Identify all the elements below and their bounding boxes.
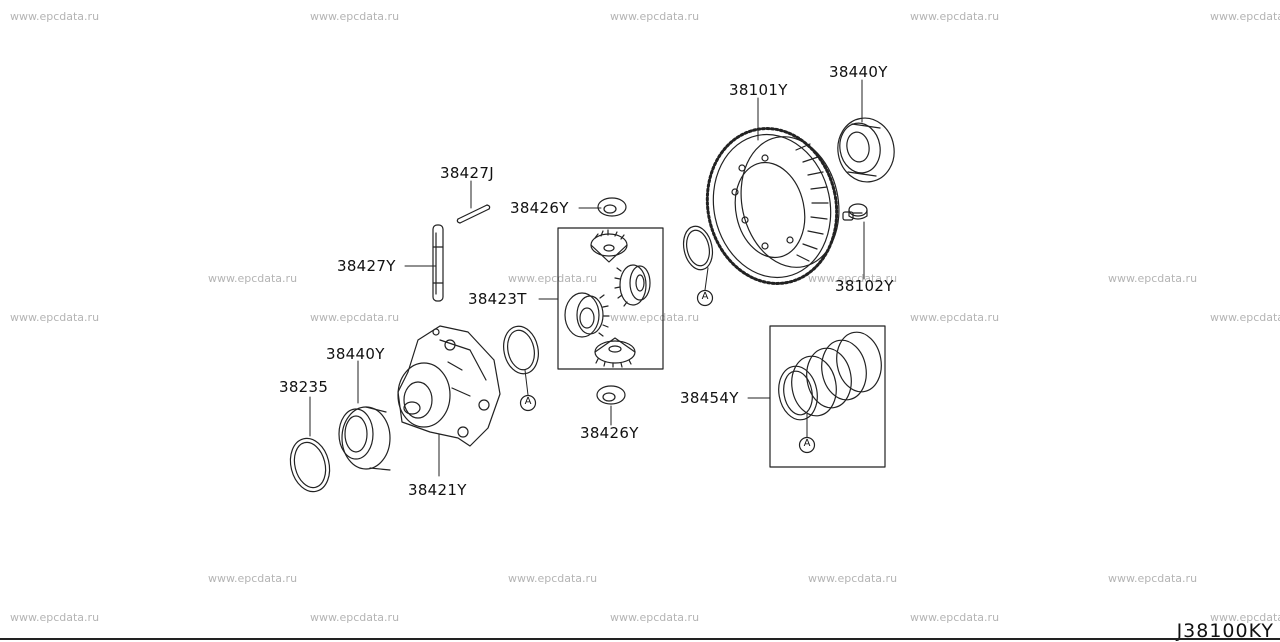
part-label-washer-kit[interactable]: 38454Y xyxy=(680,389,739,407)
watermark: www.epcdata.ru xyxy=(1108,572,1198,585)
pinion-gear-bottom xyxy=(594,337,636,368)
watermark: www.epcdata.ru xyxy=(310,311,400,324)
watermark: www.epcdata.ru xyxy=(10,311,100,324)
watermark: www.epcdata.ru xyxy=(1210,311,1280,324)
part-label-thrust-washer-bottom[interactable]: 38426Y xyxy=(580,424,639,442)
thrust-washer-top xyxy=(597,197,627,217)
ref-marker-circle xyxy=(696,289,714,307)
watermark: www.epcdata.ru xyxy=(310,10,400,23)
washer-kit-box xyxy=(769,325,886,468)
watermark: www.epcdata.ru xyxy=(610,311,700,324)
watermark: www.epcdata.ru xyxy=(910,10,1000,23)
ref-marker-a: A xyxy=(803,438,811,449)
ref-marker-circle xyxy=(519,394,537,412)
pinion-gear-top xyxy=(590,229,628,263)
watermark: www.epcdata.ru xyxy=(910,611,1000,624)
watermark: www.epcdata.ru xyxy=(310,611,400,624)
leader-lines xyxy=(309,79,865,477)
watermark: www.epcdata.ru xyxy=(910,311,1000,324)
thrust-washer-bottom xyxy=(596,385,626,405)
bottom-rule xyxy=(0,638,1280,640)
washer-stack xyxy=(778,331,882,421)
ref-marker-a: A xyxy=(701,291,709,302)
watermark: www.epcdata.ru xyxy=(1108,272,1198,285)
part-label-ring-gear[interactable]: 38101Y xyxy=(729,81,788,99)
watermark: www.epcdata.ru xyxy=(808,572,898,585)
watermark: www.epcdata.ru xyxy=(508,272,598,285)
side-gear-right xyxy=(614,264,651,307)
part-label-case[interactable]: 38421Y xyxy=(408,481,467,499)
part-label-pin-shaft[interactable]: 38427J xyxy=(440,164,494,182)
ref-marker-a: A xyxy=(524,396,532,407)
ref-marker-circle xyxy=(798,436,816,454)
part-label-pinion-shaft[interactable]: 38427Y xyxy=(337,257,396,275)
watermark: www.epcdata.ru xyxy=(508,572,598,585)
diagram-code: J38100KY xyxy=(1176,620,1274,642)
part-label-bearing-right[interactable]: 38440Y xyxy=(829,63,888,81)
side-gear-left xyxy=(564,292,610,338)
pin-shaft xyxy=(456,204,491,224)
shim xyxy=(289,437,331,493)
pinion-shaft xyxy=(432,224,444,302)
watermark: www.epcdata.ru xyxy=(610,10,700,23)
gear-kit-box xyxy=(557,227,664,370)
part-label-bolt[interactable]: 38102Y xyxy=(835,277,894,295)
watermark: www.epcdata.ru xyxy=(10,10,100,23)
bolt xyxy=(842,203,868,221)
watermark: www.epcdata.ru xyxy=(610,611,700,624)
watermark: www.epcdata.ru xyxy=(1210,10,1280,23)
differential-case xyxy=(397,325,501,447)
watermark: www.epcdata.ru xyxy=(208,572,298,585)
watermark: www.epcdata.ru xyxy=(10,611,100,624)
bearing-left xyxy=(338,406,391,471)
washer-a-right xyxy=(682,225,714,271)
watermark: www.epcdata.ru xyxy=(808,272,898,285)
watermark: www.epcdata.ru xyxy=(208,272,298,285)
washer-a-mid xyxy=(503,325,539,375)
part-label-gear-kit[interactable]: 38423T xyxy=(468,290,527,308)
part-label-bearing-left[interactable]: 38440Y xyxy=(326,345,385,363)
ring-gear xyxy=(705,127,840,285)
part-label-thrust-washer-top[interactable]: 38426Y xyxy=(510,199,569,217)
watermark: www.epcdata.ru xyxy=(1210,611,1280,624)
part-label-shim[interactable]: 38235 xyxy=(279,378,329,396)
bearing-right xyxy=(837,117,895,183)
